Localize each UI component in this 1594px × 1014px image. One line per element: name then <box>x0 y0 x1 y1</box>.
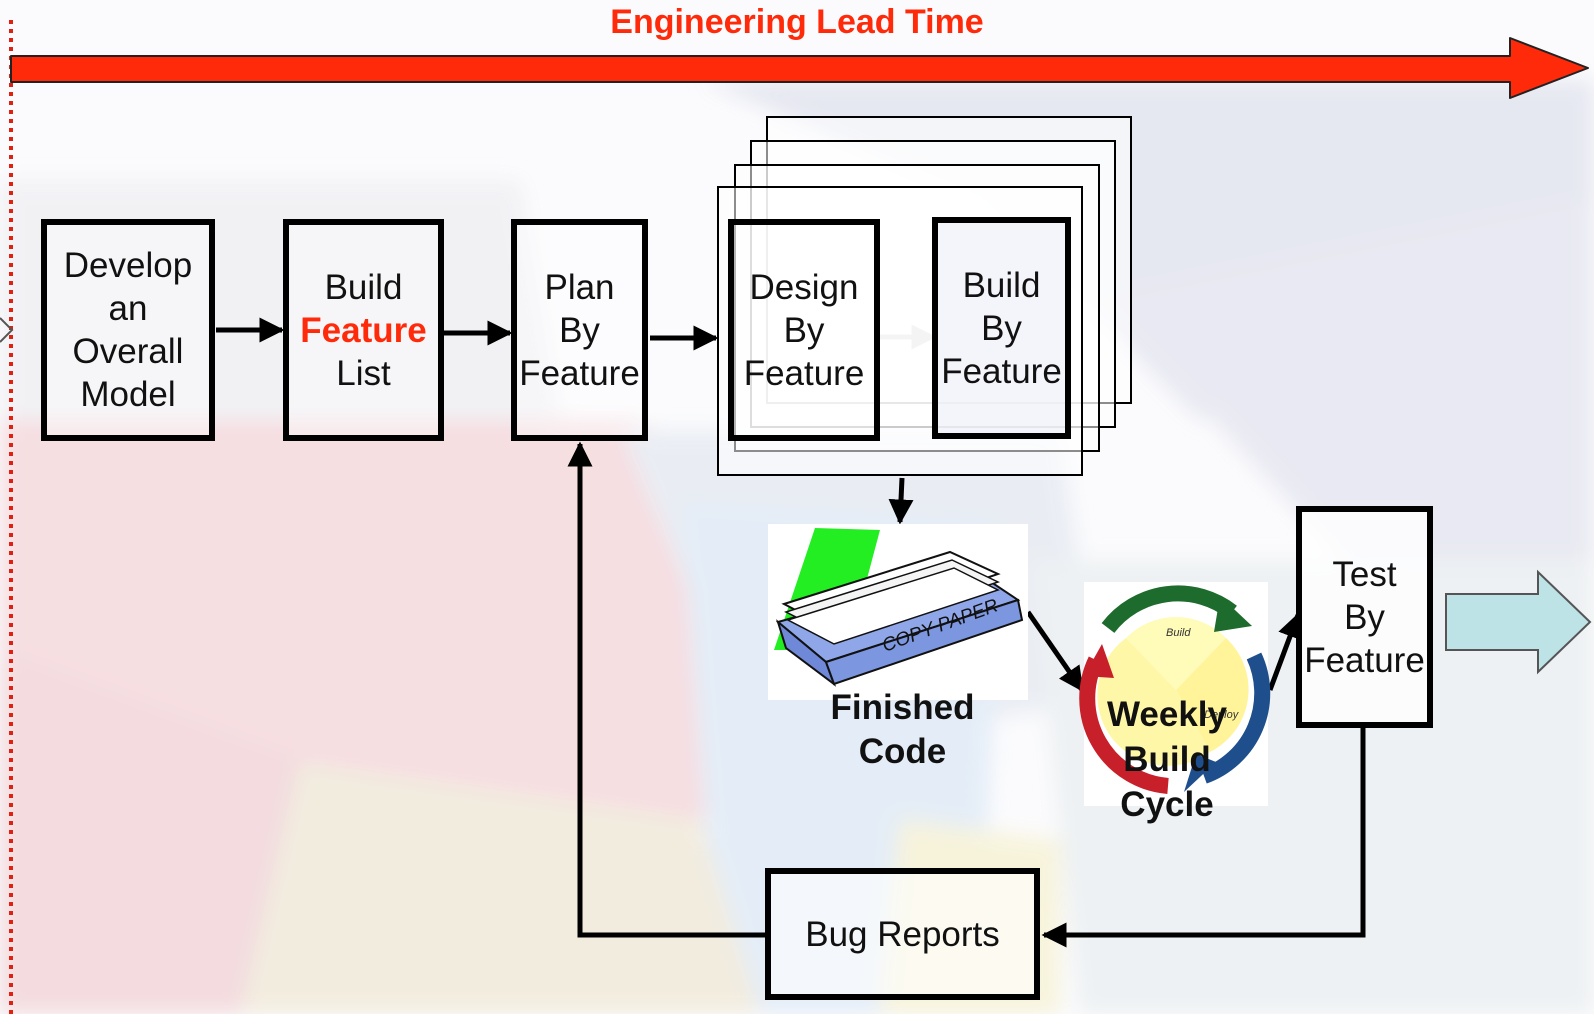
feature-keyword: Feature <box>300 310 427 350</box>
finished-code-label: Finished Code <box>830 688 975 771</box>
step-build-feature-list: Build Feature List <box>283 219 444 441</box>
step-design-by-feature: Design By Feature <box>728 219 880 441</box>
bug-reports-box: Bug Reports <box>765 868 1040 1000</box>
step-plan-by-feature: Plan By Feature <box>511 219 648 441</box>
step-develop-overall-model: Develop an Overall Model <box>41 219 215 441</box>
step-test-by-feature: Test By Feature <box>1296 506 1433 728</box>
lead-time-title: Engineering Lead Time <box>610 3 984 41</box>
step-build-by-feature: Build By Feature <box>932 217 1071 439</box>
weekly-build-cycle-label: Weekly Build Cycle <box>1107 695 1227 824</box>
